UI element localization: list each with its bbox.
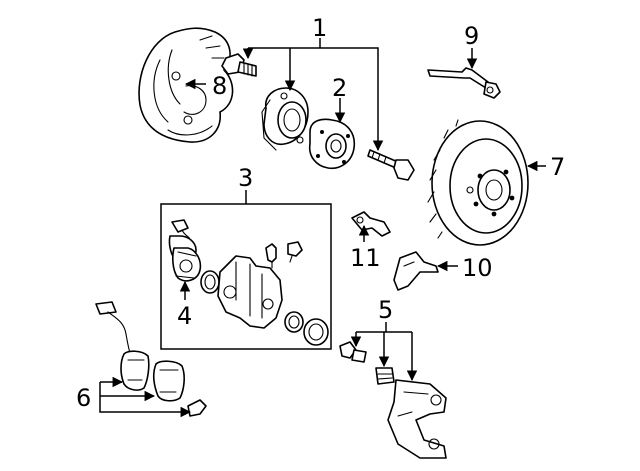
brake-pad-outer <box>153 360 185 402</box>
seal-ring <box>200 270 220 294</box>
caliper-carrier <box>217 255 283 329</box>
leader-lines <box>99 38 546 418</box>
callout-11: 11 <box>350 244 381 272</box>
callout-8: 8 <box>212 72 227 100</box>
piston-seal <box>284 311 304 333</box>
brake-rotor <box>427 119 529 246</box>
callout-2: 2 <box>332 74 347 102</box>
callout-6: 6 <box>76 384 91 412</box>
bracket-bolt <box>339 341 367 363</box>
hub-bearing <box>261 87 309 151</box>
hose-bracket <box>351 211 391 237</box>
piston-boot <box>303 318 329 346</box>
pad-clip <box>187 399 207 417</box>
callout-5: 5 <box>378 296 393 324</box>
axle-bolt <box>221 53 257 77</box>
bleeder-screw <box>287 241 303 263</box>
hub-bolt <box>367 149 415 181</box>
callout-1: 1 <box>312 14 327 42</box>
brake-pad-inner <box>120 350 150 391</box>
sensor-bracket <box>393 251 439 291</box>
callout-4: 4 <box>177 302 192 330</box>
wear-sensor-wire <box>95 301 133 361</box>
bracket-clip <box>265 243 277 269</box>
caliper-mount-bracket <box>387 379 447 459</box>
callout-3: 3 <box>238 164 253 192</box>
callout-7: 7 <box>550 153 565 181</box>
callout-10: 10 <box>462 254 493 282</box>
guide-pin <box>375 367 395 385</box>
wheel-hub <box>308 118 356 170</box>
caliper-housing <box>172 247 202 282</box>
abs-sensor <box>427 67 501 99</box>
callout-9: 9 <box>464 22 479 50</box>
